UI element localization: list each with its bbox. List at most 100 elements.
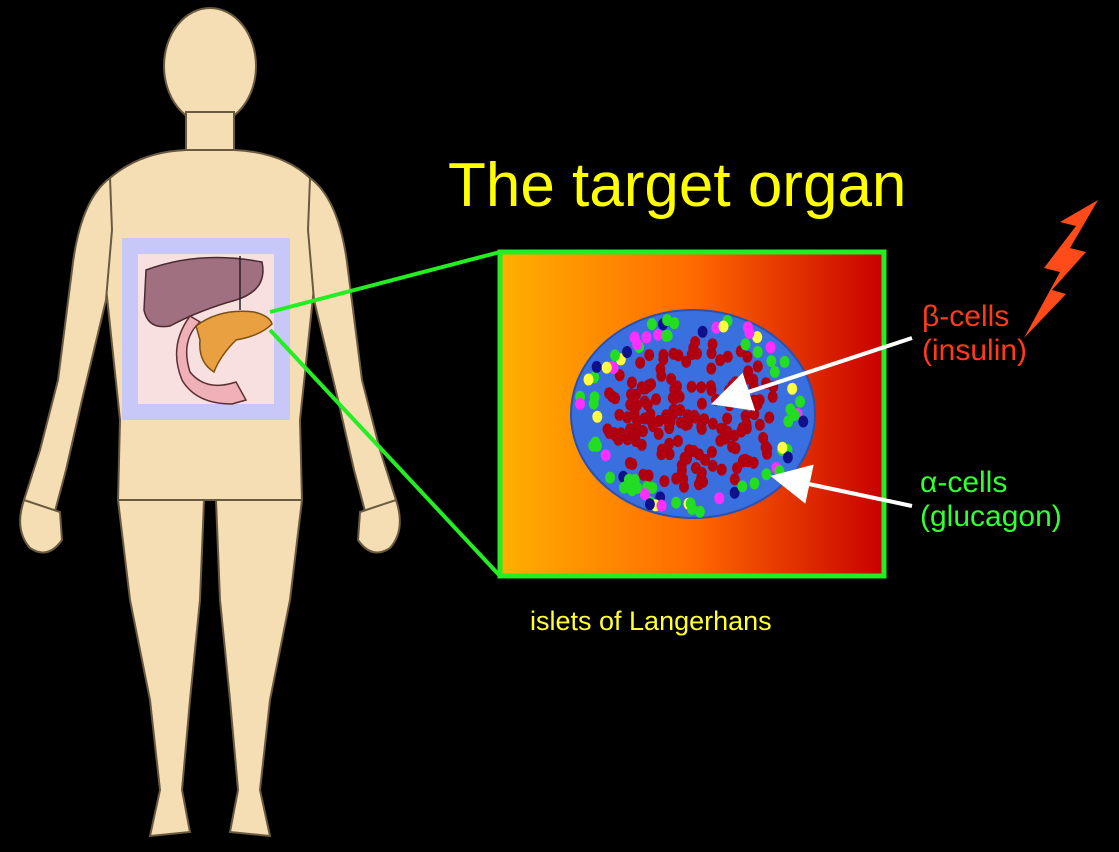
peripheral-cell	[753, 346, 763, 358]
beta-cell	[758, 432, 768, 444]
peripheral-cell	[592, 440, 602, 452]
beta-cell	[749, 408, 759, 420]
peripheral-cell	[662, 314, 672, 326]
peripheral-cell	[610, 349, 620, 361]
beta-cell	[706, 380, 716, 392]
peripheral-cell	[630, 332, 640, 344]
beta-cell	[707, 446, 717, 458]
peripheral-cell	[787, 383, 797, 395]
human-body-icon	[20, 8, 400, 836]
beta-cell	[681, 356, 691, 368]
beta-cell	[635, 357, 645, 369]
peripheral-cell	[602, 362, 612, 374]
beta-cell	[722, 413, 732, 425]
beta-cell	[717, 464, 727, 476]
peripheral-cell	[632, 482, 642, 494]
peripheral-cell	[714, 492, 724, 504]
peripheral-cell	[592, 411, 602, 423]
peripheral-cell	[671, 497, 681, 509]
peripheral-cell	[575, 398, 585, 410]
beta-cell	[661, 409, 671, 421]
beta-cell	[627, 458, 637, 470]
peripheral-cell	[780, 356, 790, 368]
page-title: The target organ	[448, 150, 906, 221]
beta-cell	[740, 373, 750, 385]
beta-cell	[753, 360, 763, 372]
beta-cell	[672, 380, 682, 392]
beta-cell	[715, 435, 725, 447]
peripheral-cell	[601, 449, 611, 461]
beta-cell	[658, 349, 668, 361]
peripheral-cell	[624, 474, 634, 486]
peripheral-cell	[745, 327, 755, 339]
peripheral-cell	[775, 465, 785, 477]
peripheral-cell	[647, 318, 657, 330]
peripheral-cell	[592, 361, 602, 373]
beta-cell	[638, 469, 648, 481]
beta-cell	[736, 396, 746, 408]
pancreas-inset	[122, 238, 290, 420]
alpha-cells-label: α-cells (glucagon)	[920, 466, 1062, 534]
islets-caption: islets of Langerhans	[530, 606, 772, 637]
peripheral-cell	[737, 480, 747, 492]
peripheral-cell	[741, 338, 751, 350]
beta-cell	[725, 399, 735, 411]
peripheral-cell	[584, 374, 594, 386]
peripheral-cell	[777, 442, 787, 454]
beta-cell	[673, 435, 683, 447]
beta-text: -cells	[939, 300, 1009, 333]
beta-cell	[755, 419, 765, 431]
islet-panel	[500, 252, 884, 576]
beta-cell	[727, 380, 737, 392]
alpha-hormone: (glucagon)	[920, 500, 1062, 533]
beta-cell	[663, 446, 673, 458]
beta-cell	[659, 475, 669, 487]
beta-cell	[604, 387, 614, 399]
beta-cell	[690, 412, 700, 424]
beta-symbol: β	[922, 300, 939, 333]
beta-cell	[677, 465, 687, 477]
beta-cell	[644, 349, 654, 361]
beta-cell	[729, 430, 739, 442]
beta-cell	[738, 422, 748, 434]
beta-cell	[656, 370, 666, 382]
beta-cell	[689, 445, 699, 457]
peripheral-cell	[622, 346, 632, 358]
beta-cell	[679, 481, 689, 493]
beta-cell	[708, 460, 718, 472]
peripheral-cell	[695, 506, 705, 518]
beta-cell	[707, 347, 717, 359]
peripheral-cell	[761, 468, 771, 480]
peripheral-cell	[590, 391, 600, 403]
beta-cell	[640, 413, 650, 425]
beta-cell	[696, 381, 706, 393]
beta-cell	[768, 391, 778, 403]
peripheral-cell	[766, 341, 776, 353]
beta-cell	[680, 452, 690, 464]
peripheral-cell	[698, 326, 708, 338]
beta-cell	[627, 377, 637, 389]
beta-cells-label: β-cells (insulin)	[922, 300, 1027, 368]
beta-hormone: (insulin)	[922, 334, 1027, 367]
beta-cell	[691, 462, 701, 474]
beta-cell	[646, 378, 656, 390]
beta-cell	[626, 388, 636, 400]
lightning-bolt-icon	[1024, 200, 1098, 338]
beta-cell	[706, 363, 716, 375]
peripheral-cell	[686, 498, 696, 510]
alpha-symbol: α	[920, 466, 937, 499]
beta-cell	[638, 425, 648, 437]
beta-cell	[614, 409, 624, 421]
beta-cell	[716, 423, 726, 435]
peripheral-cell	[661, 330, 671, 342]
peripheral-cell	[645, 498, 655, 510]
peripheral-cell	[766, 355, 776, 367]
peripheral-cell	[798, 416, 808, 428]
beta-cell	[697, 398, 707, 410]
peripheral-cell	[642, 331, 652, 343]
peripheral-cell	[785, 403, 795, 415]
peripheral-cell	[605, 472, 615, 484]
peripheral-cell	[657, 500, 667, 512]
beta-cell	[668, 392, 678, 404]
beta-cell	[764, 412, 774, 424]
